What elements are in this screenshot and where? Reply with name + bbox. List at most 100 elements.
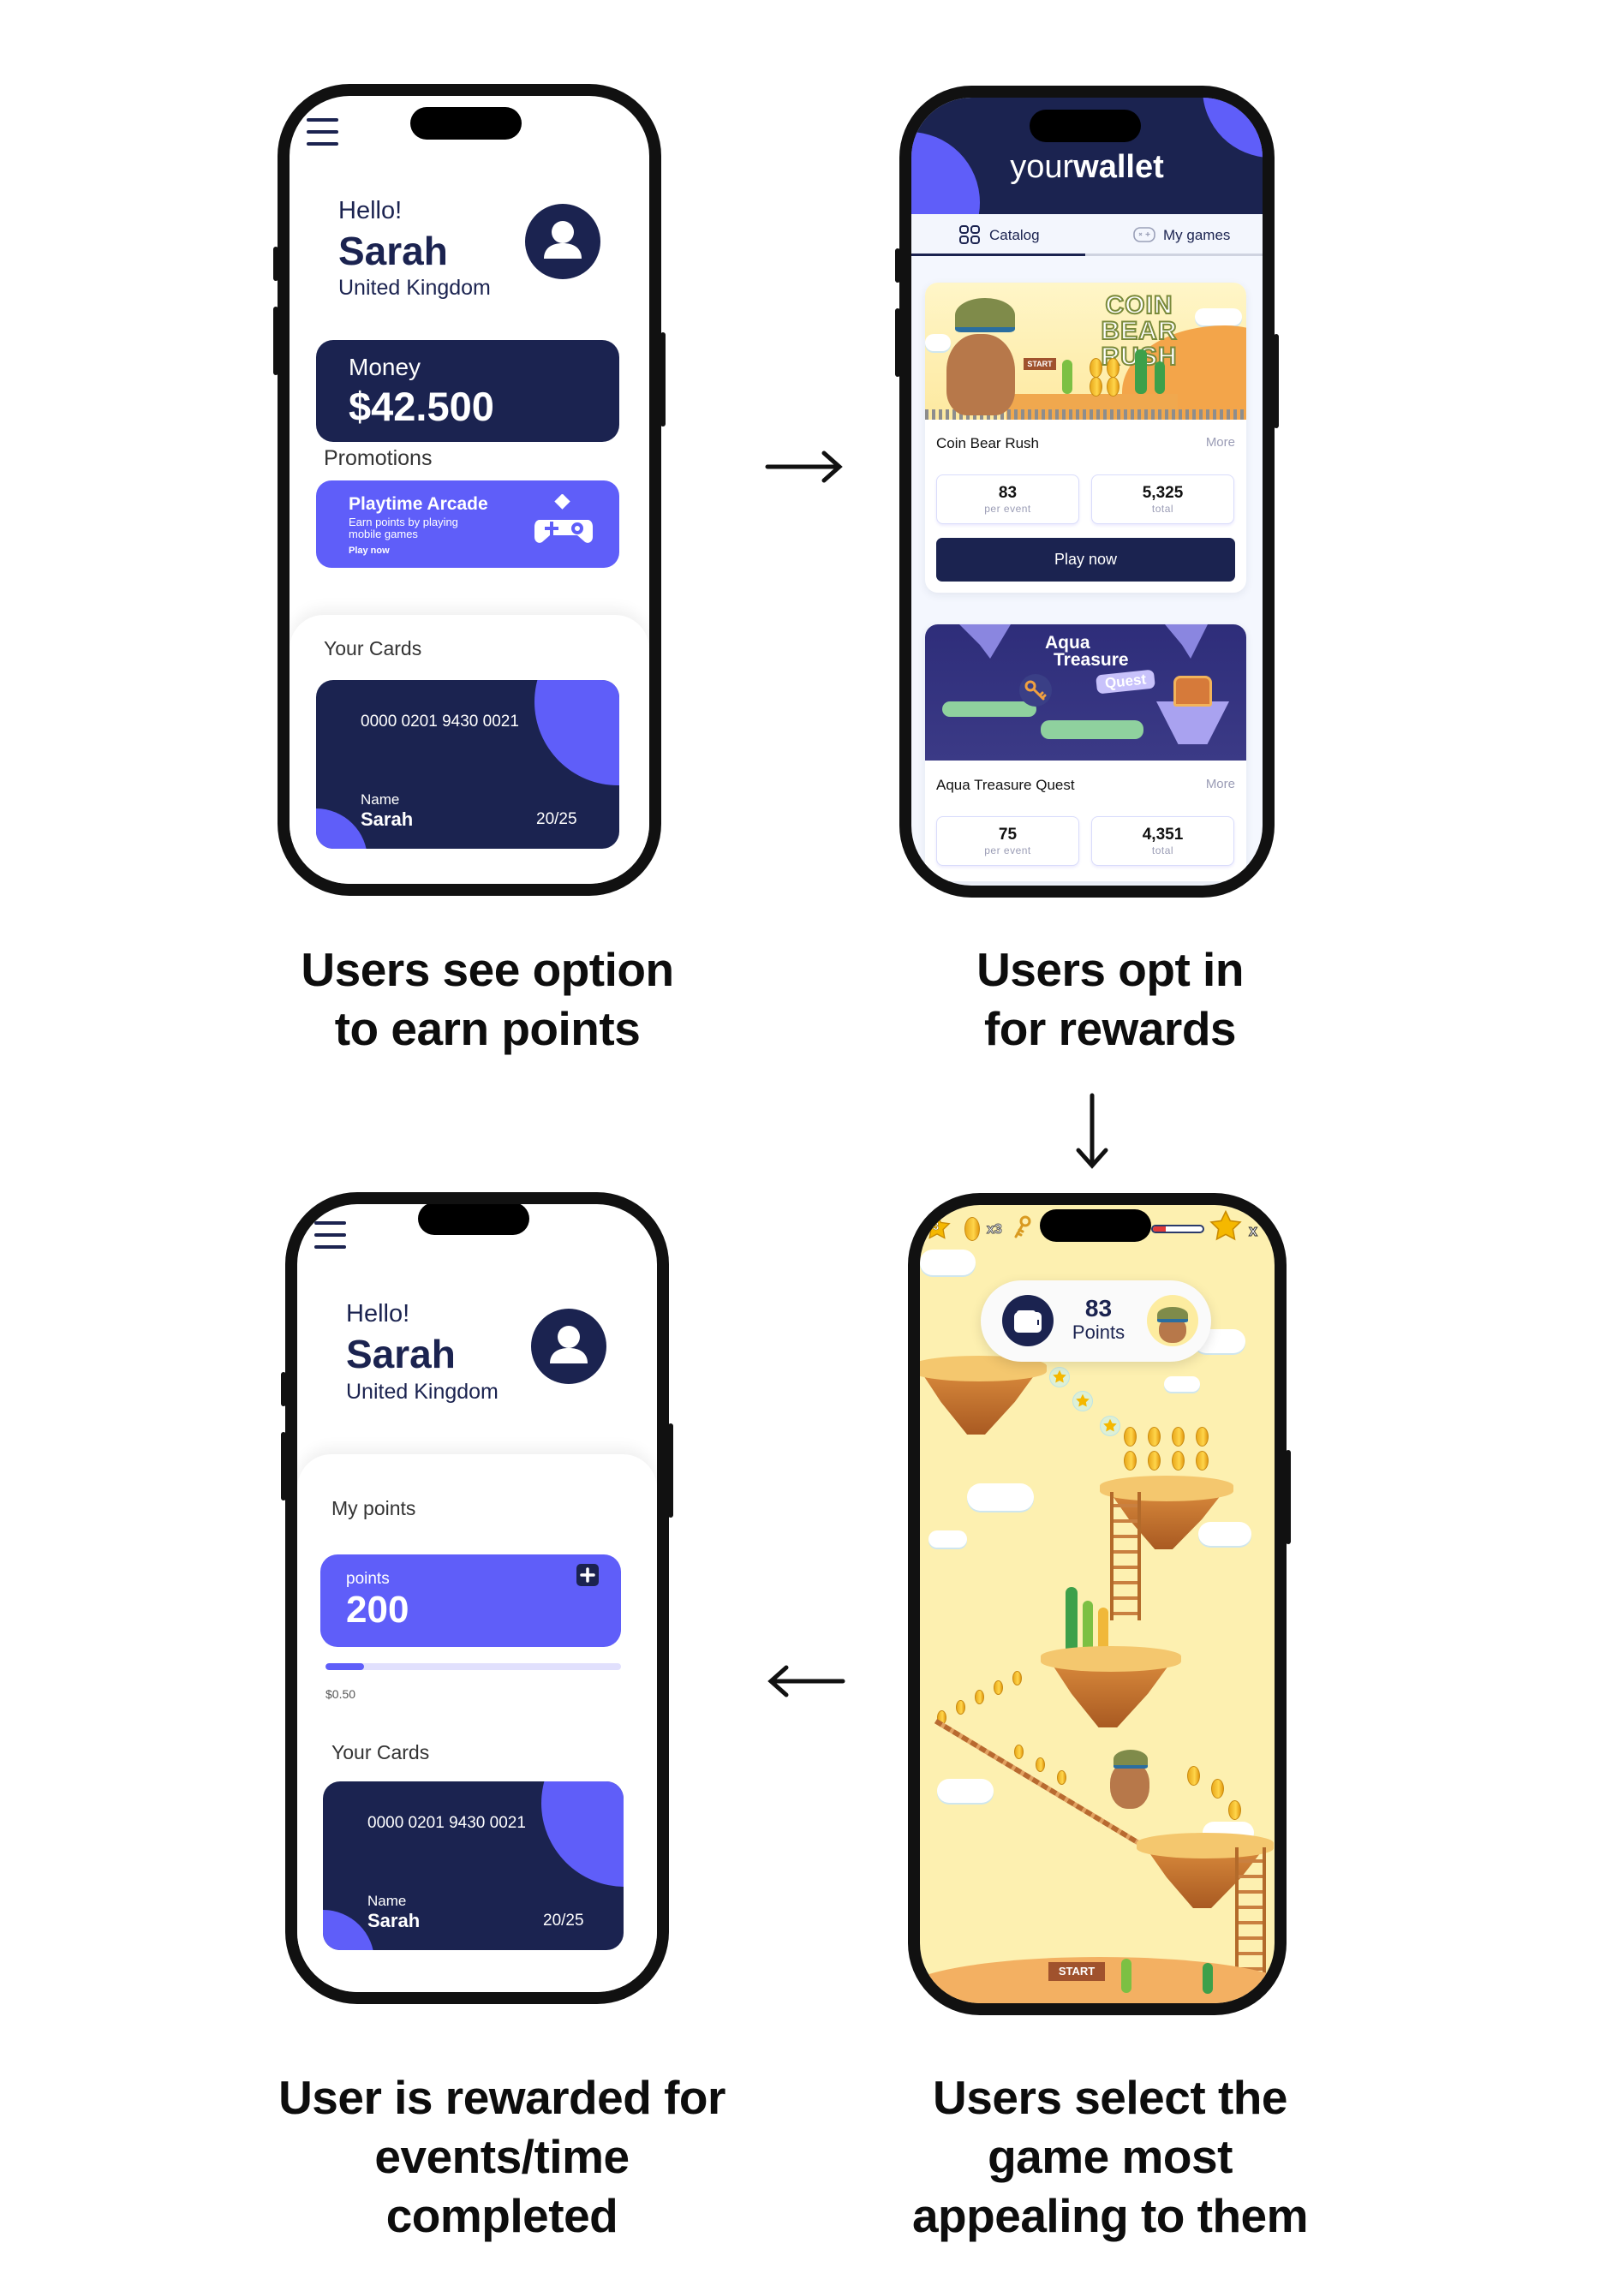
bear-hat — [1157, 1307, 1188, 1322]
star-bubble — [1100, 1416, 1120, 1436]
card-expiry: 20/25 — [543, 1912, 584, 1930]
dynamic-island — [410, 107, 522, 140]
cactus — [1083, 1601, 1093, 1654]
coin — [1172, 1427, 1185, 1447]
progress-value: $0.50 — [325, 1687, 356, 1701]
lives-counter: x — [1248, 1222, 1258, 1240]
hamburger-menu-icon[interactable] — [307, 118, 338, 147]
side-button — [660, 332, 666, 427]
coin — [1228, 1800, 1241, 1820]
your-cards-label: Your Cards — [324, 637, 422, 659]
caption-line: to earn points — [334, 1002, 641, 1055]
coin — [1148, 1427, 1161, 1447]
points-progress-bar — [325, 1663, 621, 1670]
money-card[interactable]: Money $42.500 — [316, 340, 619, 442]
stat-label: per event — [984, 503, 1031, 515]
coin — [1012, 1671, 1022, 1685]
bear-character — [946, 334, 1015, 415]
bank-card[interactable]: 0000 0201 9430 0021 Name Sarah 20/25 — [323, 1781, 624, 1950]
side-button — [1274, 334, 1279, 428]
avatar[interactable] — [531, 1309, 606, 1384]
dynamic-island — [418, 1204, 529, 1235]
bear-hat — [955, 298, 1015, 332]
side-button — [895, 248, 900, 283]
card-name-label: Name — [367, 1893, 407, 1909]
cactus — [1062, 360, 1072, 394]
cactus — [1066, 1587, 1078, 1654]
user-name: Sarah — [346, 1332, 456, 1376]
tab-bar: Catalog My games — [911, 214, 1263, 256]
your-cards-label: Your Cards — [331, 1741, 430, 1763]
card-decoration — [541, 1781, 624, 1887]
bear-avatar[interactable] — [1147, 1295, 1198, 1346]
brand-logo-bold: wallet — [1073, 149, 1164, 185]
star-icon — [1053, 1369, 1066, 1383]
caption-line: Users select the — [933, 2071, 1287, 2124]
game-banner-coin-bear-rush[interactable]: COIN BEARRUSH START — [925, 283, 1246, 420]
brand-logo: yourwallet — [911, 149, 1263, 186]
stat-label: total — [1151, 844, 1174, 856]
bank-card[interactable]: 0000 0201 9430 0021 Name Sarah 20/25 — [316, 680, 619, 849]
cloud — [1195, 308, 1242, 325]
side-button — [273, 247, 278, 281]
coin-multiplier: x3 — [987, 1222, 1003, 1238]
caption-line: completed — [385, 2189, 618, 2242]
caption-line: events/time — [374, 2130, 630, 2183]
screen: Hello! Sarah United Kingdom Money $42.50… — [290, 96, 649, 884]
coin — [1107, 358, 1119, 378]
stat-value: 75 — [998, 826, 1018, 844]
floating-platform — [1041, 1646, 1181, 1727]
arrow-right-icon — [765, 450, 843, 483]
avatar[interactable] — [525, 204, 600, 279]
coin — [1196, 1451, 1209, 1471]
side-button — [1286, 1450, 1291, 1544]
cloud — [967, 1483, 1034, 1511]
add-points-button[interactable] — [576, 1564, 599, 1586]
money-label: Money — [349, 354, 421, 380]
more-link[interactable]: More — [1205, 777, 1235, 791]
game-title: Aqua Treasure Quest — [936, 777, 1075, 793]
more-link[interactable]: More — [1205, 435, 1235, 450]
card-holder-name: Sarah — [367, 1910, 421, 1931]
key-icon — [1024, 680, 1047, 701]
caption-line: Users see option — [301, 943, 674, 996]
island — [942, 701, 1036, 717]
side-button — [273, 307, 278, 375]
tab-label: Catalog — [989, 227, 1040, 243]
money-value: $42.500 — [349, 384, 494, 429]
game-card-coin-bear-rush: COIN BEARRUSH START Coin Bear Rush More … — [925, 283, 1246, 593]
play-now-button[interactable]: Play now — [936, 538, 1235, 582]
my-points-label: My points — [331, 1497, 416, 1519]
side-button — [281, 1372, 286, 1406]
stat-value: 4,351 — [1142, 826, 1184, 844]
promo-play-now-link[interactable]: Play now — [349, 546, 390, 556]
hamburger-menu-icon[interactable] — [314, 1221, 346, 1250]
banner-logo-line: COIN BEAR — [1100, 291, 1178, 345]
caption-line: User is rewarded for — [278, 2071, 725, 2124]
key-badge — [1019, 674, 1052, 707]
card-decoration — [323, 1910, 374, 1950]
coin — [1148, 1451, 1161, 1471]
user-country: United Kingdom — [338, 276, 491, 300]
points-sheet: My points points 200 $0.50 Your Cards 00… — [297, 1454, 657, 1992]
tab-label: My games — [1163, 227, 1231, 243]
card-decoration — [534, 680, 619, 785]
phone-game-catalog: yourwallet Catalog My games COIN BEARRUS… — [895, 86, 1279, 898]
cloud — [928, 1530, 967, 1548]
points-card[interactable]: points 200 — [320, 1554, 621, 1647]
points-pill[interactable]: 83 Points — [981, 1280, 1211, 1362]
floating-platform — [920, 1356, 1047, 1435]
coin — [1196, 1427, 1209, 1447]
cards-sheet: Your Cards 0000 0201 9430 0021 Name Sara… — [290, 615, 649, 884]
tab-my-games[interactable]: My games — [1085, 214, 1261, 256]
level-star-icon — [923, 1214, 951, 1239]
gamepad-icon — [1133, 227, 1155, 242]
wallet-button[interactable] — [1002, 1295, 1054, 1346]
wallet-header: yourwallet — [911, 98, 1263, 214]
tab-catalog[interactable]: Catalog — [911, 214, 1085, 256]
